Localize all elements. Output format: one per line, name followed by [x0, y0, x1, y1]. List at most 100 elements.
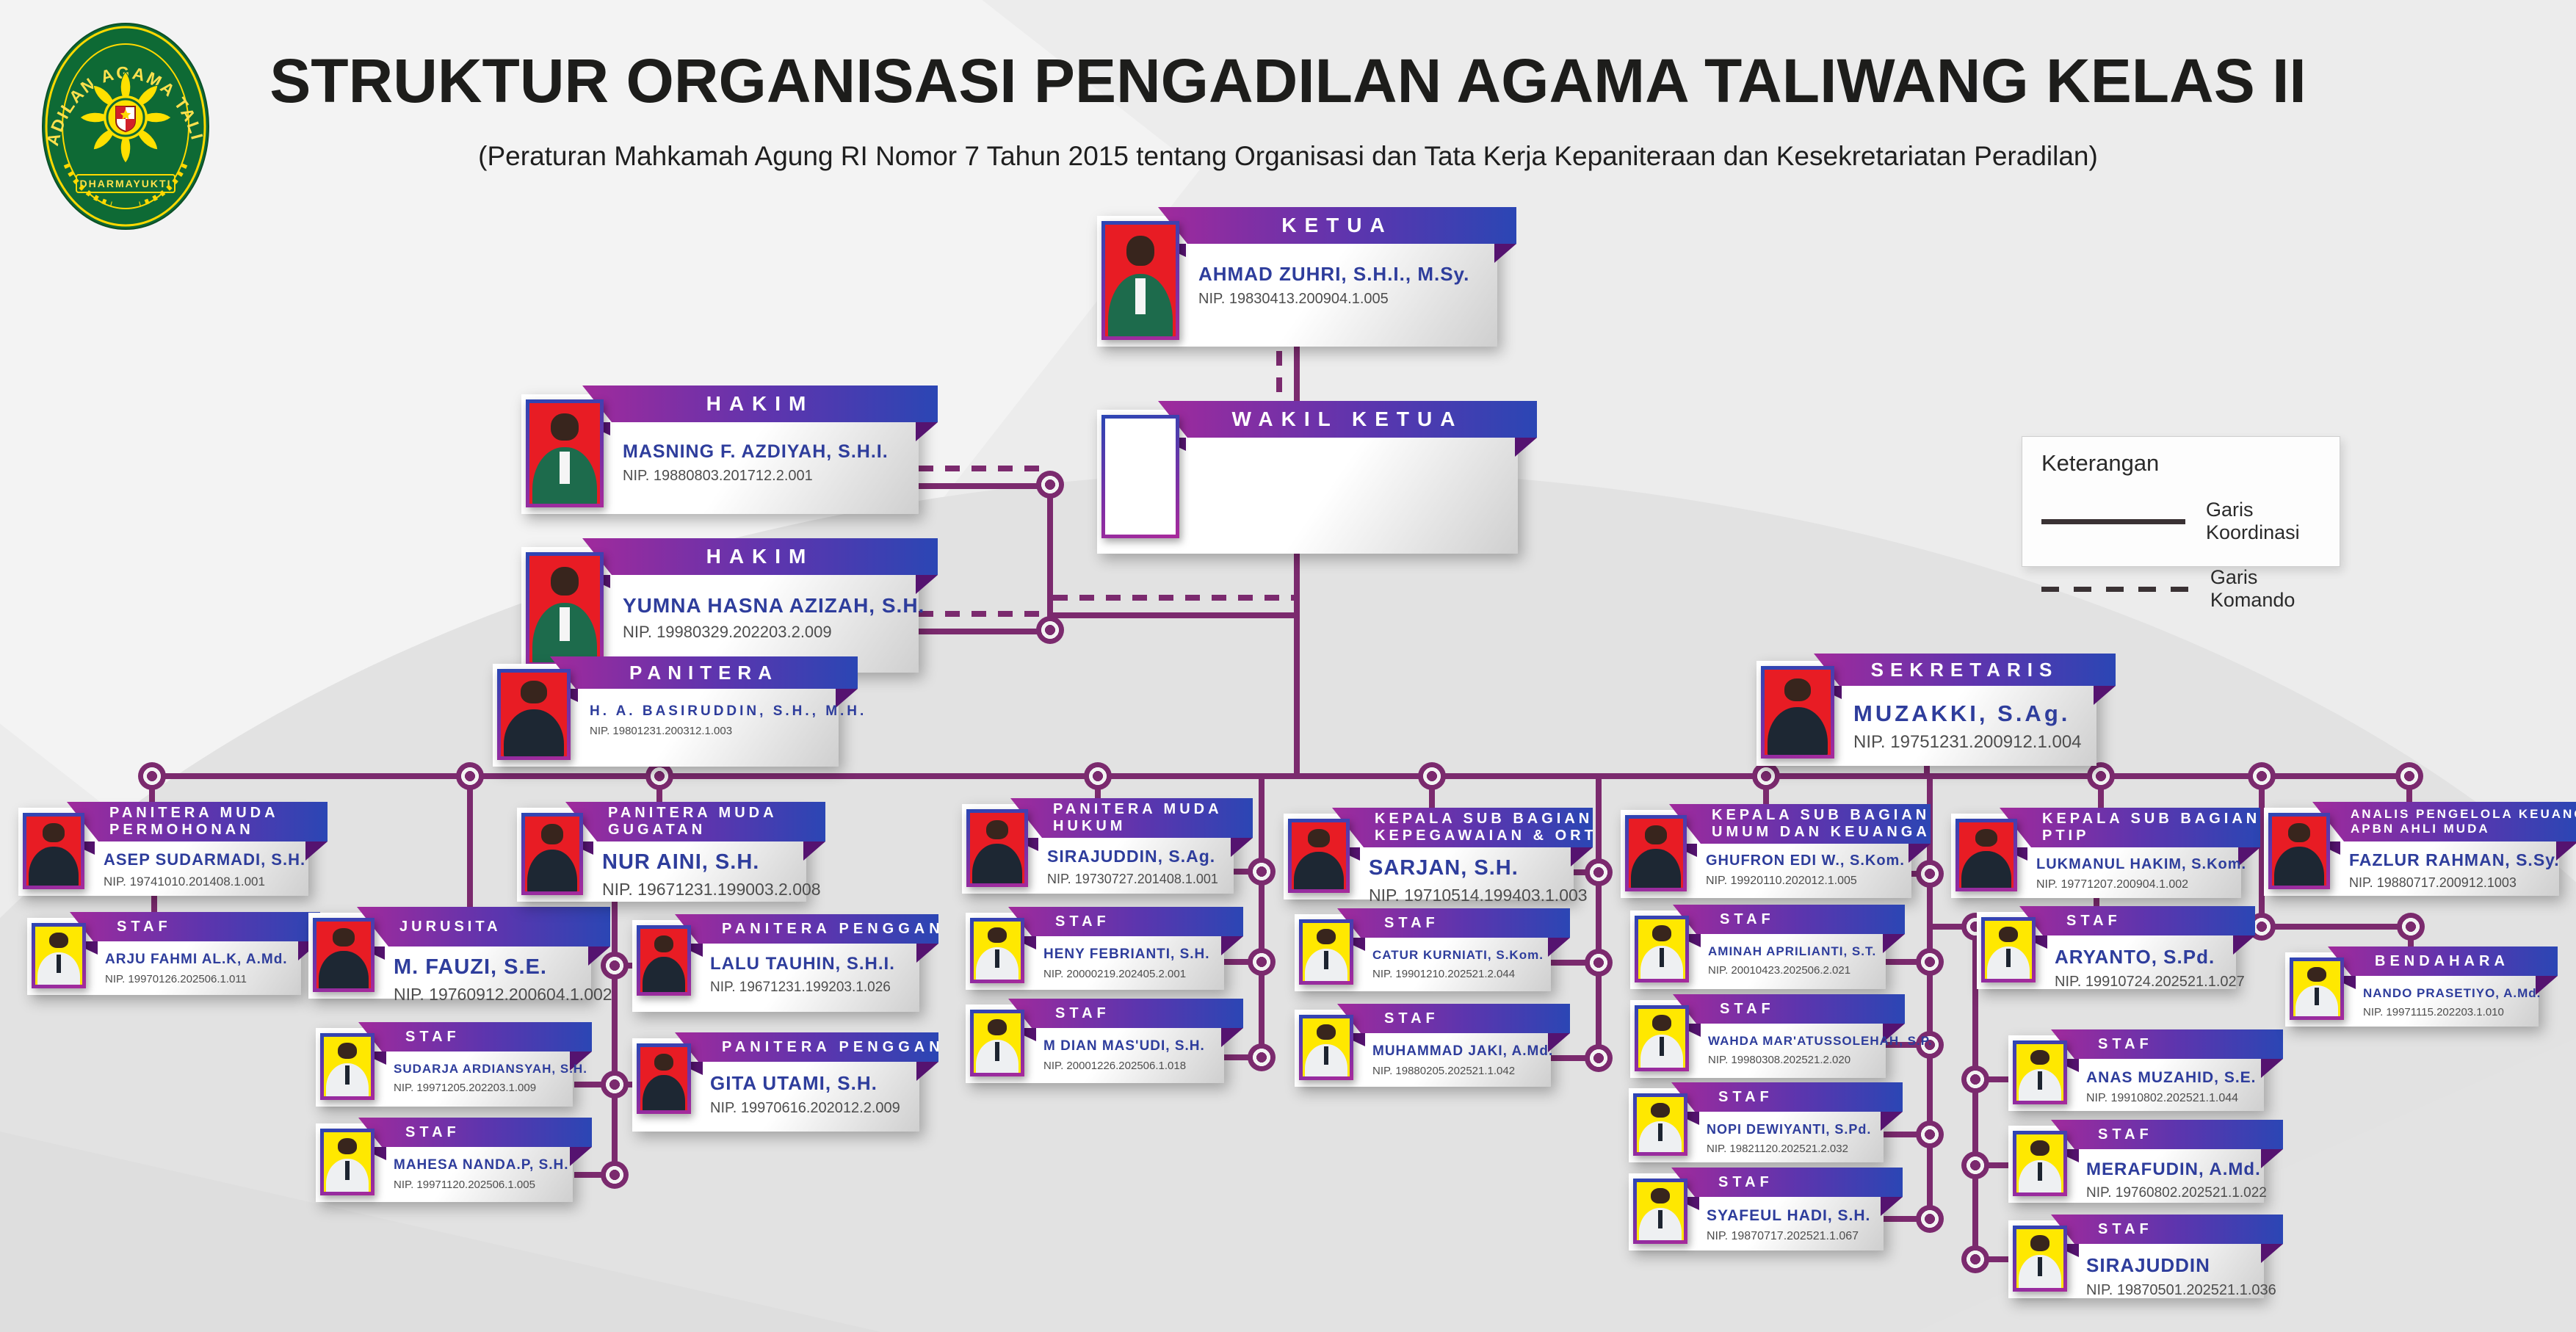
person-photo	[966, 809, 1028, 887]
person-photo	[1101, 415, 1179, 538]
role-banner: STAF	[2051, 1120, 2283, 1149]
koordinasi-line	[1927, 776, 1933, 1222]
koordinasi-line	[1878, 1216, 1930, 1222]
legend-title: Keterangan	[2041, 450, 2160, 476]
connector-node	[1036, 616, 1064, 644]
connector-node	[1248, 1043, 1276, 1071]
person-name: SIRAJUDDIN	[2086, 1254, 2210, 1276]
person-photo	[2013, 1040, 2067, 1104]
koordinasi-line	[2094, 897, 2099, 913]
role-banner: STAF	[2019, 906, 2255, 935]
person-nip: NIP. 19830413.200904.1.005	[1198, 291, 1389, 307]
person-photo	[1955, 819, 2017, 891]
person-name: ARJU FAHMI AL.K, A.Md.	[105, 952, 288, 967]
logo-bottom-text: DHARMAYUKTI	[80, 178, 172, 189]
koordinasi-line	[1047, 482, 1053, 633]
person-nip: NIP. 19710514.199403.1.003	[1369, 886, 1588, 905]
person-name: MUZAKKI, S.Ag.	[1853, 701, 2071, 726]
role-banner: PANITERA PENGGANTI	[675, 914, 938, 944]
person-nip: NIP. 19870717.202521.1.067	[1707, 1230, 1859, 1242]
koordinasi-line	[574, 1172, 615, 1178]
person-photo	[320, 1033, 375, 1100]
person-name: MASNING F. AZDIYAH, S.H.I.	[623, 441, 889, 462]
page-subtitle: (Peraturan Mahkamah Agung RI Nomor 7 Tah…	[478, 141, 2098, 171]
koordinasi-line	[1053, 612, 1297, 618]
koordinasi-line	[1095, 776, 1101, 807]
role-banner: STAF	[2051, 1029, 2283, 1059]
person-photo	[313, 918, 375, 992]
person-name: SYAFEUL HADI, S.H.	[1707, 1207, 1871, 1224]
connector-node	[1752, 762, 1780, 790]
person-nip: NIP. 19801231.200312.1.003	[590, 725, 733, 737]
person-photo	[1101, 221, 1179, 340]
role-banner: PANITERA PENGGANTI	[675, 1032, 938, 1062]
person-name: LUKMANUL HAKIM, S.Kom.	[2036, 856, 2247, 872]
person-photo	[497, 669, 571, 760]
court-logo: PENGADILAN AGAMA TALIWANG	[30, 5, 213, 236]
person-name: AMINAH APRILIANTI, S.T.	[1708, 944, 1877, 958]
person-name: M DIAN MAS'UDI, S.H.	[1043, 1038, 1205, 1054]
koordinasi-line	[149, 773, 2412, 779]
role-banner: WAKIL KETUA	[1158, 401, 1537, 438]
connector-node	[2395, 762, 2423, 790]
koordinasi-line	[1878, 1132, 1930, 1137]
koordinasi-line	[1972, 927, 1978, 1262]
role-banner: STAF	[1671, 1168, 1903, 1197]
person-name: ANAS MUZAHID, S.E.	[2086, 1069, 2257, 1086]
person-name: FAZLUR RAHMAN, S.Sy.	[2349, 850, 2560, 869]
connector-node	[1916, 1205, 1944, 1233]
koordinasi-line	[1975, 1076, 2011, 1082]
connector-node	[1916, 860, 1944, 888]
koordinasi-line	[1429, 776, 1435, 817]
person-name: ASEP SUDARMADI, S.H.	[104, 850, 306, 869]
person-nip: NIP. 20000219.202405.2.001	[1043, 968, 1187, 980]
connector-node	[2087, 762, 2115, 790]
person-photo	[637, 925, 691, 996]
person-photo	[970, 918, 1024, 983]
person-photo	[1635, 1005, 1689, 1071]
komando-line	[1053, 595, 1297, 601]
koordinasi-line	[1218, 959, 1262, 965]
person-nip: NIP. 19870501.202521.1.036	[2086, 1282, 2276, 1298]
connector-node	[1961, 1065, 1989, 1093]
person-photo	[1299, 1015, 1353, 1080]
role-banner: ANALIS PENGELOLA KEUANGANAPBN AHLI MUDA	[2312, 802, 2576, 841]
person-nip: NIP. 19970616.202012.2.009	[710, 1100, 900, 1116]
person-name: MAHESA NANDA.P, S.H.	[394, 1157, 569, 1173]
connector-node	[645, 762, 673, 790]
koordinasi-line	[1545, 1055, 1599, 1061]
connector-node	[1961, 1245, 1989, 1273]
role-banner: PANITERA	[550, 656, 858, 689]
role-banner: BENDAHARA	[2328, 946, 2558, 976]
banner-fold-right	[1494, 244, 1516, 263]
person-name: H. A. BASIRUDDIN, S.H., M.H.	[590, 703, 867, 719]
page-title: STRUKTUR ORGANISASI PENGADILAN AGAMA TAL…	[269, 46, 2307, 115]
komando-line	[919, 611, 1051, 617]
role-banner: KETUA	[1158, 207, 1516, 244]
connector-node	[1916, 948, 1944, 976]
legend-label: Garis Komando	[2210, 566, 2295, 611]
koordinasi-line	[1545, 960, 1599, 966]
person-name: YUMNA HASNA AZIZAH, S.H.	[623, 594, 925, 617]
koordinasi-line	[612, 900, 618, 1178]
connector-node	[456, 762, 484, 790]
connector-node	[1248, 858, 1276, 886]
legend-label: Garis Koordinasi	[2206, 499, 2300, 543]
